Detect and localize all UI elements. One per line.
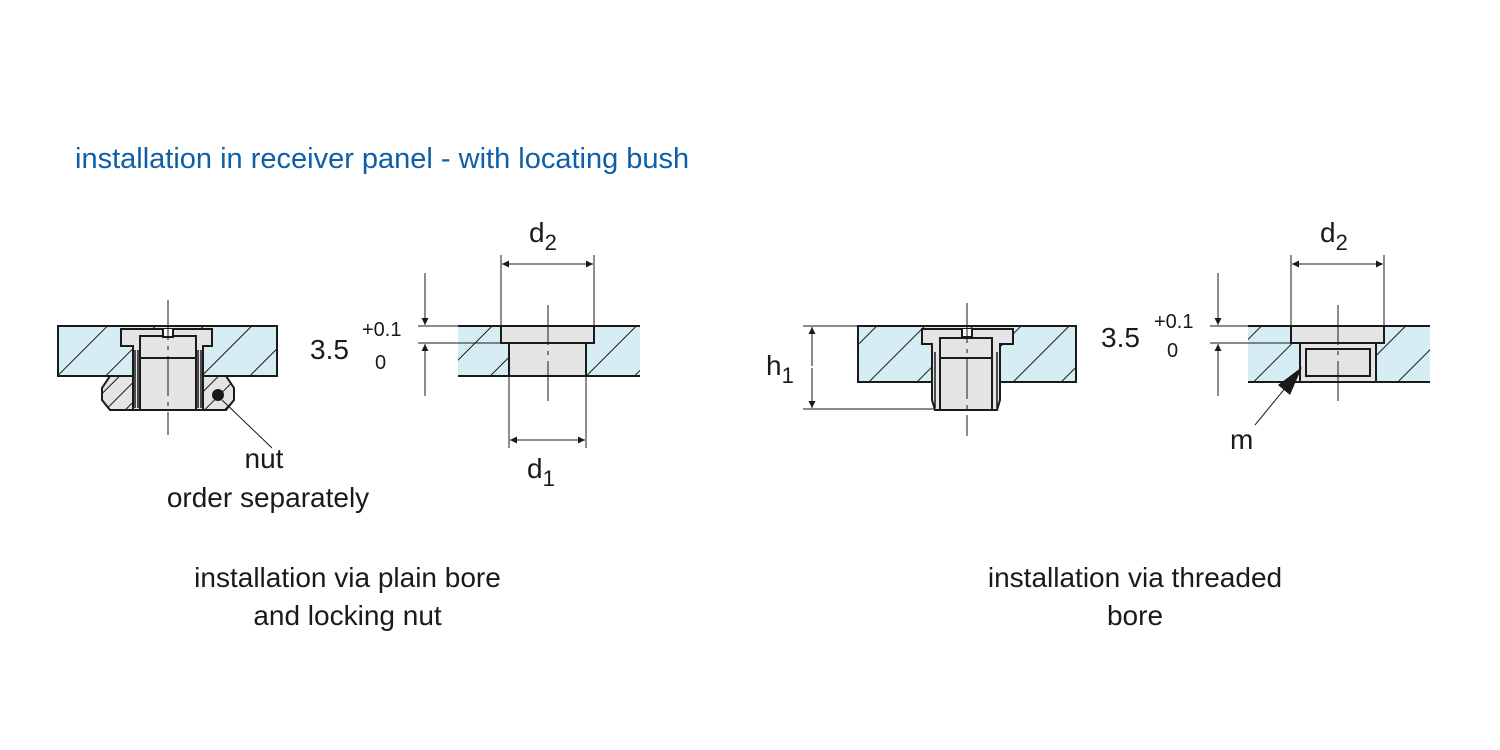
h1-label: h1 <box>766 350 794 388</box>
caption-threaded-bore: installation via threaded bore <box>930 559 1340 635</box>
caption-line: and locking nut <box>253 600 442 631</box>
diagram-title: installation in receiver panel - with lo… <box>75 143 690 175</box>
figure-threaded-bore <box>803 303 1077 436</box>
depth-upper-tolerance: +0.1 <box>1154 311 1193 333</box>
d2-label: d2 <box>1320 217 1348 255</box>
nut-label: nut <box>245 443 284 474</box>
depth-lower-tolerance: 0 <box>1167 340 1178 362</box>
caption-line: installation via threaded <box>987 562 1283 593</box>
figure-plain-bore <box>57 300 278 449</box>
depth-value: 3.5 <box>310 334 349 365</box>
o-ring <box>212 389 224 401</box>
caption-line: bore <box>1106 600 1164 631</box>
figure-plain-bore-detail <box>418 255 640 448</box>
depth-value: 3.5 <box>1101 322 1140 353</box>
order-separately-label: order separately <box>167 482 369 513</box>
depth-upper-tolerance: +0.1 <box>362 319 401 341</box>
d2-label: d2 <box>529 217 557 255</box>
m-label: m <box>1230 424 1253 455</box>
figure-threaded-bore-detail <box>1210 255 1430 426</box>
d1-label: d1 <box>527 453 555 491</box>
caption-line: installation via plain bore <box>194 562 501 593</box>
caption-plain-bore: installation via plain bore and locking … <box>140 559 555 635</box>
depth-lower-tolerance: 0 <box>375 352 386 374</box>
